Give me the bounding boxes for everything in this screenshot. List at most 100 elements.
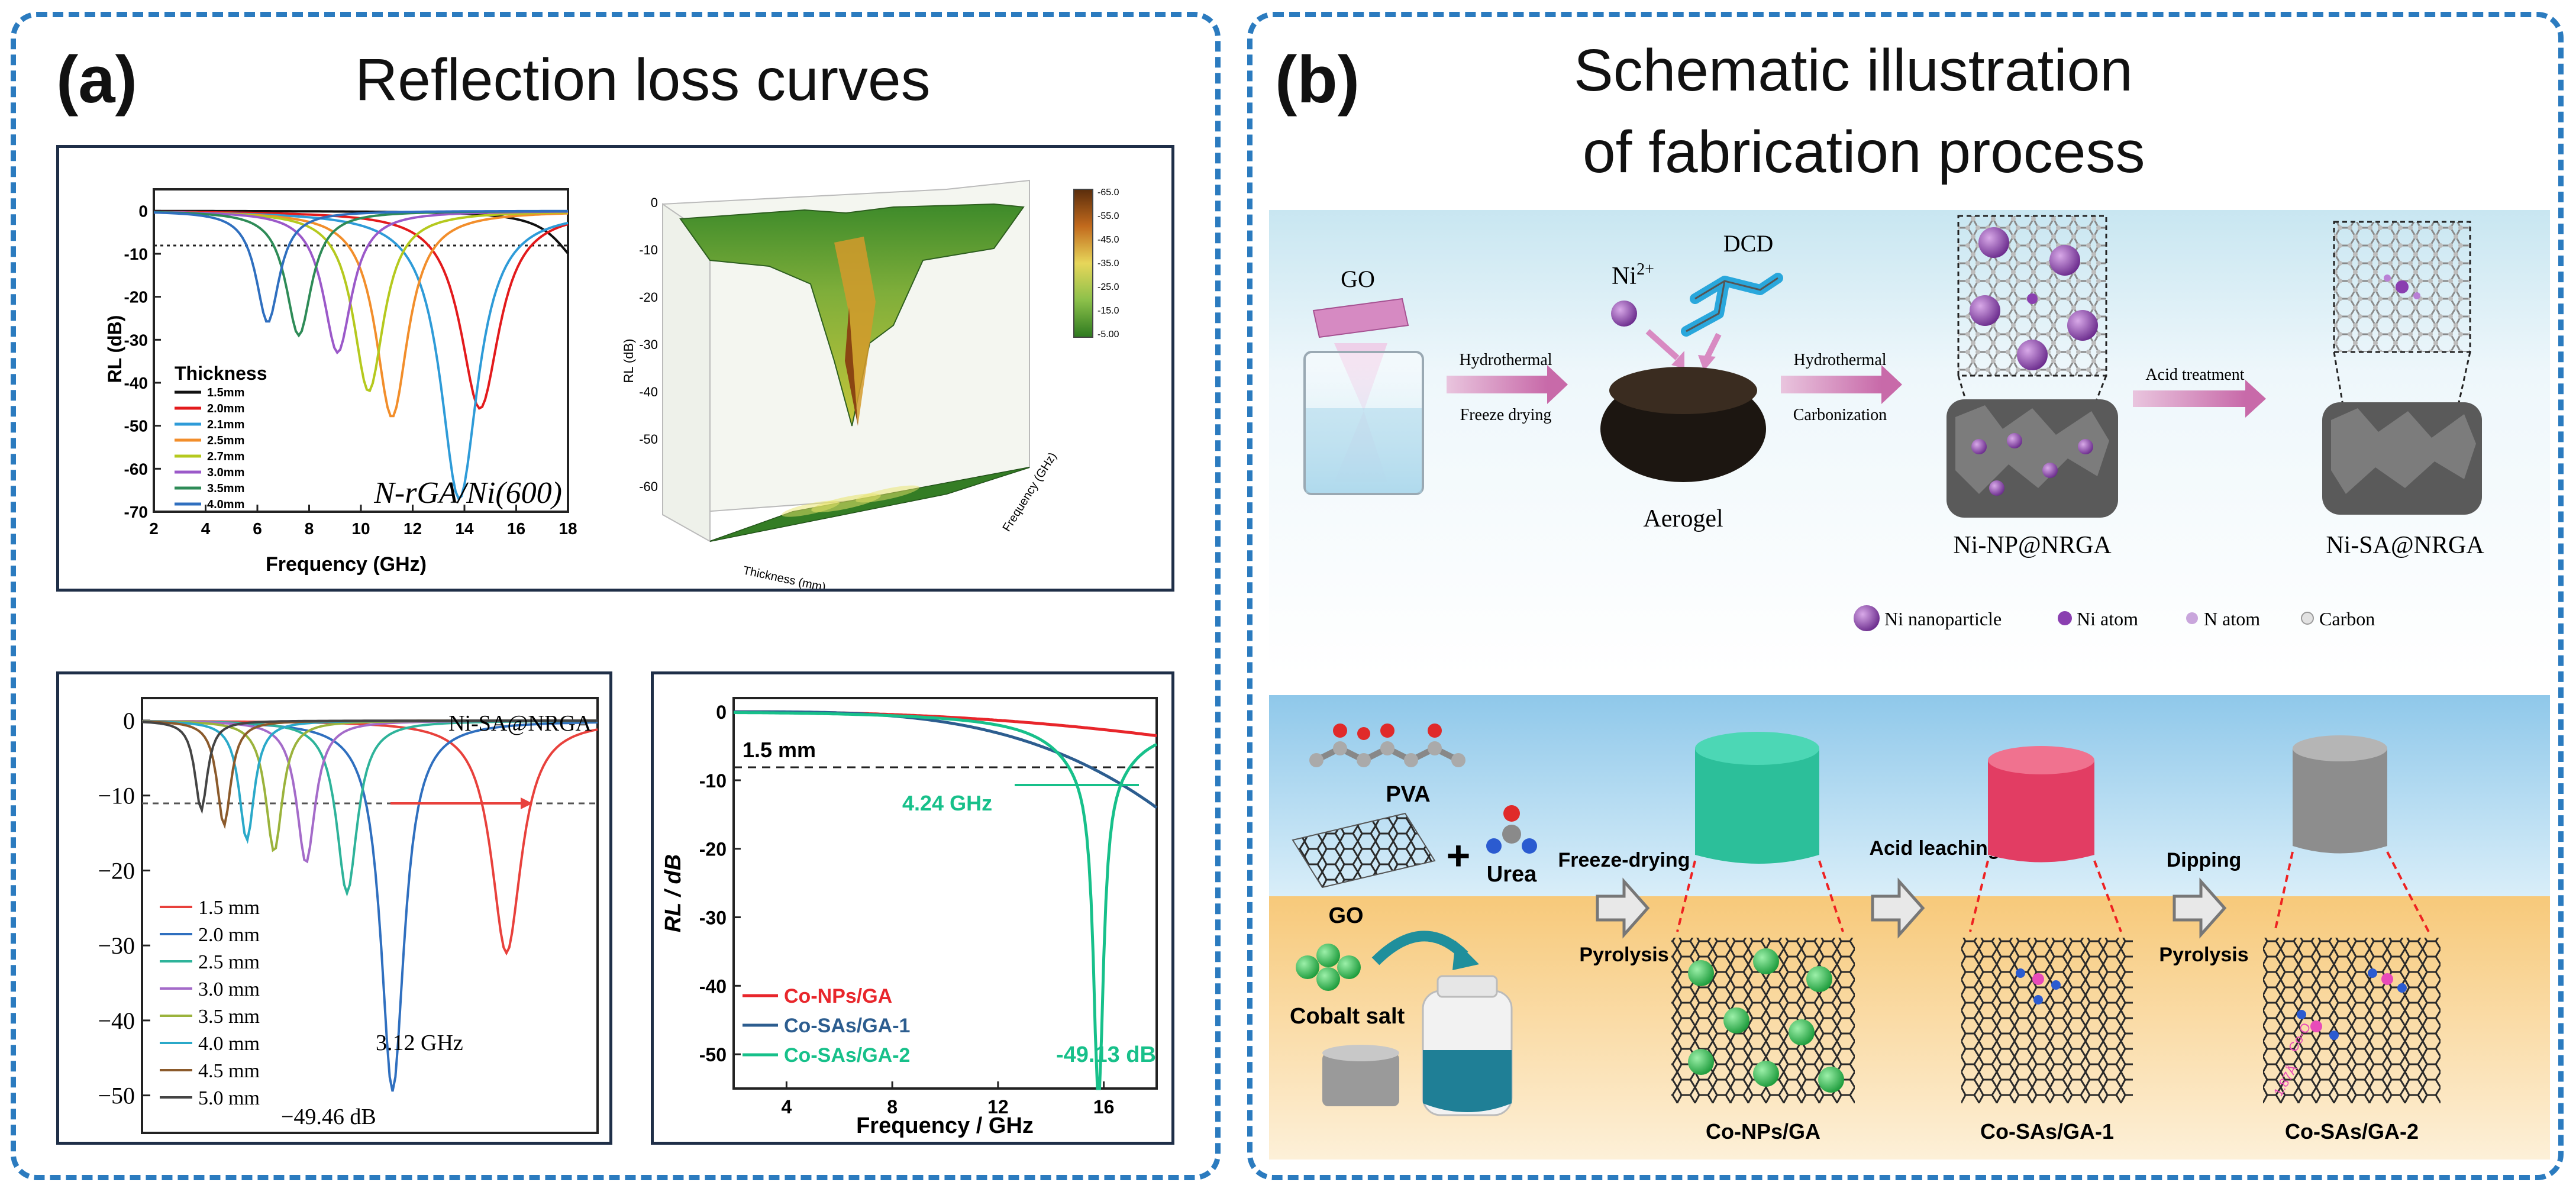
min-rl-label: -49.13 dB	[1056, 1042, 1156, 1067]
y-axis-label: RL / dB	[661, 854, 686, 932]
x-tick-label: 8	[305, 519, 314, 538]
series-line-Co-NPs/GA	[734, 710, 1157, 738]
y-tick-label: -20	[699, 839, 727, 860]
z-tick-label: -50	[639, 432, 658, 447]
arrow-1	[1447, 376, 1547, 393]
series-line-3.0mm	[153, 210, 568, 355]
step1-label-a: Freeze-drying	[1558, 849, 1690, 871]
aerogel-label: Aerogel	[1643, 505, 1723, 532]
legend-entry: 2.5mm	[207, 434, 244, 447]
legend-entry: Co-SAs/GA-1	[784, 1015, 910, 1037]
x-tick-label: 12	[987, 1096, 1009, 1118]
series-line-Co-SAs/GA-2	[734, 711, 1158, 1090]
step1-label-b: Pyrolysis	[1579, 944, 1668, 966]
product-1-label: Co-NPs/GA	[1706, 1119, 1820, 1144]
colorbar-tick-label: -45.0	[1097, 235, 1119, 245]
legend-entry: 3.0mm	[207, 466, 244, 479]
plus-sign: +	[1447, 832, 1471, 879]
legend-title: Thickness	[175, 363, 267, 384]
ni-sa-rl-chart: 0−10−20−30−40−50 Ni-SA@NRGA 1.5 mm2.0 mm…	[98, 697, 599, 1134]
colorbar-tick-label: -25.0	[1097, 282, 1119, 292]
y-tick-label: 0	[138, 202, 148, 220]
bandwidth-label: 4.24 GHz	[902, 791, 992, 815]
y-tick-label: −40	[98, 1007, 135, 1034]
legend-n-atom: N atom	[2204, 608, 2260, 629]
legend-entry: 3.5 mm	[198, 1006, 260, 1028]
z-tick-label: -30	[639, 337, 658, 352]
legend-carbon: Carbon	[2319, 608, 2375, 629]
z-tick-label: -20	[639, 290, 658, 305]
colorbar-tick-label: -65.0	[1097, 188, 1119, 198]
panel-a	[11, 12, 1221, 1180]
series-line-5.0 mm	[141, 719, 598, 815]
z-tick-label: -10	[639, 243, 658, 257]
colorbar-tick-label: -55.0	[1097, 211, 1119, 221]
legend-ni-nanoparticle: Ni nanoparticle	[1884, 608, 2002, 629]
step2-label: Acid leaching	[1869, 837, 2000, 860]
go-label: GO	[1328, 903, 1363, 928]
legend-entry: 2.1mm	[207, 418, 244, 431]
y-tick-label: -70	[124, 503, 148, 521]
curved-arrow	[1371, 931, 1468, 965]
y-tick-label: -10	[699, 770, 727, 792]
product-3-label: Co-SAs/GA-2	[2285, 1119, 2419, 1144]
aerogel-teal	[1695, 739, 1819, 864]
x-tick-label: 10	[351, 519, 370, 538]
z-axis-label: RL (dB)	[621, 339, 636, 383]
x-tick-label: 2	[149, 519, 159, 538]
legend-entry: 2.0mm	[207, 402, 244, 415]
y-tick-label: -60	[124, 460, 148, 478]
dcd-label: DCD	[1723, 230, 1773, 257]
panel-b-title-line1: Schematic illustration	[1574, 37, 2133, 104]
legend-entry: 1.5mm	[207, 386, 244, 399]
pva-molecule	[1309, 724, 1465, 767]
y-tick-label: 0	[123, 708, 135, 734]
step3-label-a: Dipping	[2167, 849, 2242, 871]
x-tick-label: 14	[455, 519, 474, 538]
y-tick-label: -40	[124, 374, 148, 392]
colorbar-tick-label: -5.00	[1097, 330, 1119, 340]
rl-3d-surface: 0-10-20-30-40-50-60 RL (dB) Thickness (m…	[621, 179, 1119, 589]
x-tick-label: 16	[1093, 1096, 1115, 1118]
y-tick-label: −50	[98, 1083, 135, 1109]
urea-label: Urea	[1487, 862, 1537, 887]
y-tick-label: -10	[124, 245, 148, 263]
x-tick-label: 16	[507, 519, 525, 538]
x-tick-label: 6	[253, 519, 262, 538]
step1-label-b: Freeze drying	[1460, 406, 1552, 424]
ni-np-label: Ni-NP@NRGA	[1953, 532, 2112, 559]
co-sa-fabrication-schematic: PVA GO + Urea Cobalt salt Freeze-drying …	[1269, 695, 2550, 1160]
arrow-3	[2133, 390, 2245, 407]
z-tick-label: -60	[639, 479, 658, 494]
legend-ni-atom: Ni atom	[2077, 608, 2138, 629]
co-sas-1-lattice	[1961, 938, 2133, 1103]
series-line-3.0 mm	[141, 719, 598, 864]
y-tick-label: -30	[124, 331, 148, 349]
aerogel-pink	[1988, 752, 2094, 863]
legend-entry: 2.5 mm	[198, 951, 260, 973]
y-tick-label: -30	[699, 907, 727, 929]
y-tick-label: −30	[98, 932, 135, 959]
series-line-4.0mm	[153, 209, 568, 323]
go-sheet	[1292, 812, 1436, 889]
aerogel-grey	[2293, 741, 2387, 854]
arrow-3	[2173, 877, 2227, 939]
step2-label-a: Hydrothermal	[1793, 351, 1886, 369]
step3-label-b: Pyrolysis	[2159, 944, 2248, 966]
legend-entry: 5.0 mm	[198, 1087, 260, 1109]
arrow-2	[1781, 376, 1881, 393]
legend-entry: Co-NPs/GA	[784, 985, 892, 1007]
y-axis-label: RL (dB)	[104, 315, 125, 383]
y-tick-label: −10	[98, 783, 135, 809]
legend-entry: 4.0 mm	[198, 1033, 260, 1055]
x-tick-label: 12	[403, 519, 422, 538]
x-tick-label: 4	[781, 1096, 792, 1118]
legend-entry: 4.5 mm	[198, 1060, 260, 1082]
ni-ion	[1611, 301, 1637, 327]
y-tick-label: 0	[716, 702, 727, 723]
panel-a-label: (a)	[56, 43, 137, 117]
z-tick-label: 0	[651, 195, 658, 210]
